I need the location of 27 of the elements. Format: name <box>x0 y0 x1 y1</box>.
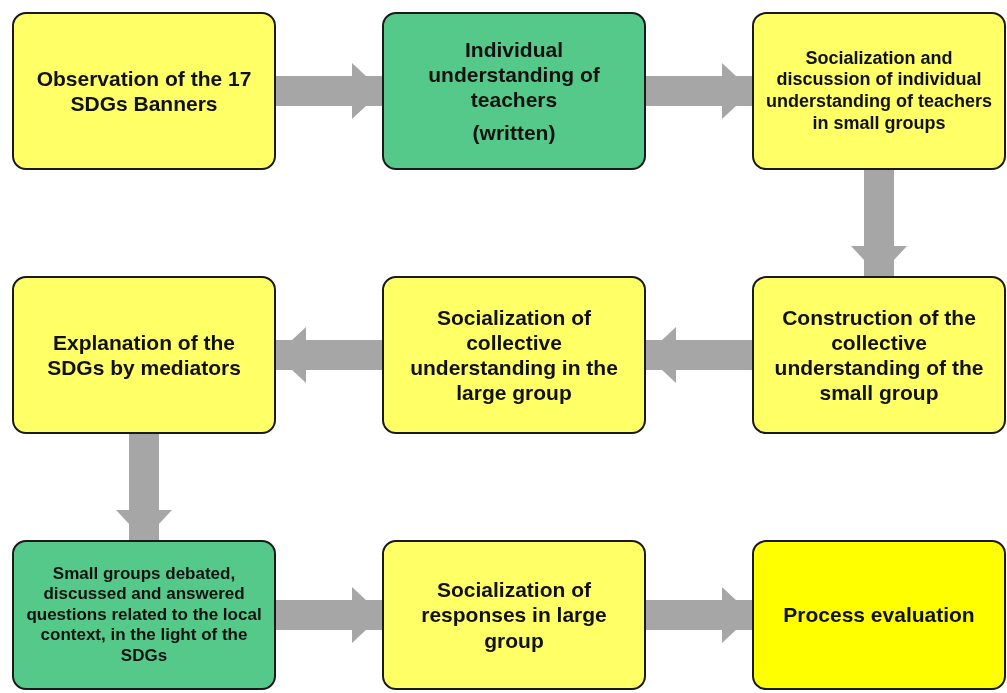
block-arrow <box>276 587 382 643</box>
box-text: Small groups debated, discussed and answered questions related to the local context, in the light of the SDGs <box>25 564 263 666</box>
process-box <box>12 12 276 170</box>
process-box <box>12 276 276 434</box>
box-text: (written) <box>472 120 556 146</box>
process-box <box>752 276 1006 434</box>
block-arrow <box>646 327 752 383</box>
box-text: Construction of the collective understanding of the small group <box>773 304 985 406</box>
box-text: Observation of the 17 SDGs Banners <box>35 65 253 117</box>
box-text: Socialization of responses in large group <box>420 577 608 653</box>
box-text: Process evaluation <box>783 602 975 628</box>
process-box <box>382 540 646 690</box>
block-arrow <box>276 327 382 383</box>
process-box <box>12 540 276 690</box>
block-arrow <box>646 63 752 119</box>
block-arrow <box>116 434 172 540</box>
process-box <box>382 276 646 434</box>
process-box <box>752 12 1006 170</box>
process-box <box>752 540 1006 690</box>
box-text: Explanation of the SDGs by mediators <box>46 329 242 381</box>
block-arrow <box>646 587 752 643</box>
process-box <box>382 12 646 170</box>
box-text: Socialization and discussion of individual understanding of teachers in small groups <box>764 47 993 135</box>
box-text: Socialization of collective understanding in the large group <box>409 304 619 406</box>
block-arrow <box>851 170 907 276</box>
block-arrow <box>276 63 382 119</box>
box-text: Individual understanding of teachers <box>427 36 601 113</box>
